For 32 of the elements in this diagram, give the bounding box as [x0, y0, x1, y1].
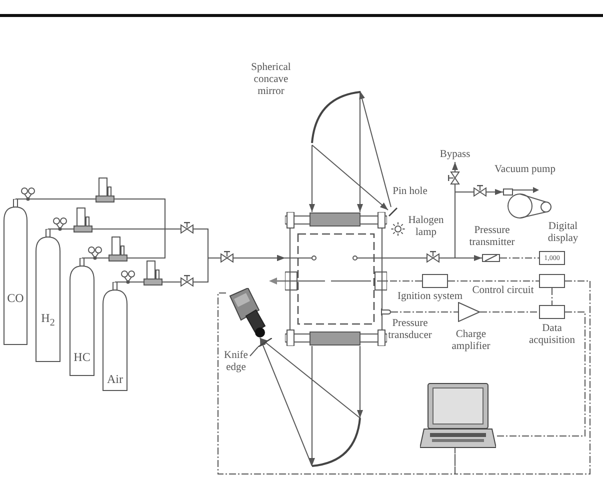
arrow	[260, 338, 312, 466]
component-label: Vacuum pump	[494, 164, 556, 176]
component-label: Pin hole	[392, 186, 428, 198]
arrow	[359, 90, 392, 208]
component-label: Ignition system	[396, 291, 464, 303]
component-label: Bypass	[439, 149, 471, 161]
dash-dot-line	[496, 312, 586, 436]
arrow	[357, 346, 363, 418]
component-label: Data acquisition	[528, 323, 576, 347]
cylinder-label: HC	[73, 350, 91, 364]
cylinder-label: CO	[6, 291, 24, 305]
dash-dot-line	[218, 292, 456, 474]
component-label: Charge amplifier	[451, 329, 491, 353]
dash-dot-line	[448, 280, 540, 282]
component-label: Spherical concave mirror	[250, 62, 292, 98]
component-label: Digital display	[547, 221, 579, 245]
arrow	[309, 346, 315, 466]
dash-dot-line	[454, 280, 590, 474]
component-label: Pressure transmitter	[468, 225, 516, 249]
arrow	[114, 255, 286, 282]
component-label: Halogen lamp	[408, 215, 444, 239]
arrow	[260, 338, 360, 418]
cylinder-label: Air	[106, 372, 124, 386]
cylinder-label: H$_{2}$	[40, 311, 56, 330]
component-label: Control circuit	[472, 285, 534, 297]
component-label: Knife edge	[224, 350, 248, 374]
arrow	[309, 144, 315, 212]
leader-line	[250, 346, 258, 356]
dash-dot-line	[386, 280, 422, 282]
component-label: Pressure transducer	[388, 318, 432, 342]
arrow	[357, 90, 363, 212]
arrow	[312, 144, 388, 210]
